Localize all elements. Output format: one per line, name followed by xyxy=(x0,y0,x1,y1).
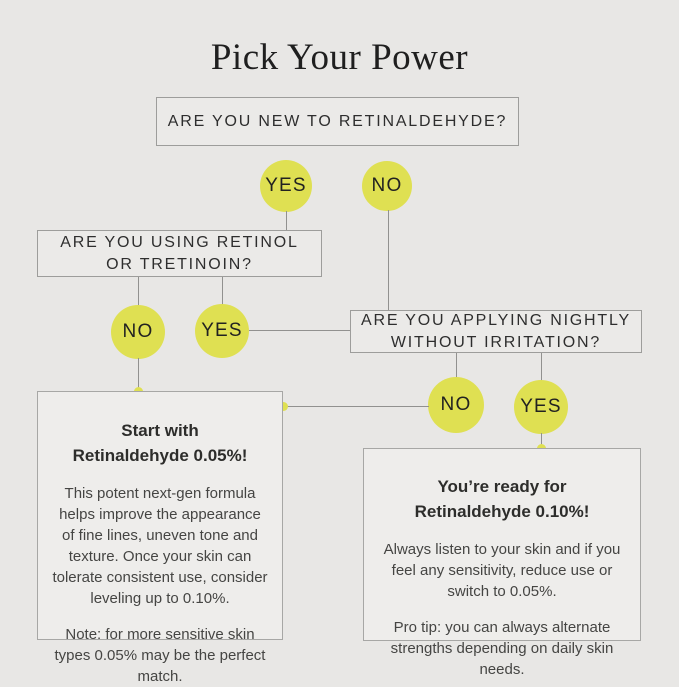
result-left-heading-line2: Retinaldehyde 0.05%! xyxy=(72,445,248,465)
q2-no-label: NO xyxy=(122,321,154,342)
result-right-heading-line1: You’re ready for xyxy=(437,477,567,496)
connector-q3-to-yes xyxy=(541,353,542,381)
question-box-applying-nightly: ARE YOU APPLYING NIGHTLY WITHOUT IRRITAT… xyxy=(350,310,642,353)
result-right-paragraph-1: Always listen to your skin and if you fe… xyxy=(383,541,621,601)
connector-q3yes-to-result-right xyxy=(541,433,542,448)
question-box-new-to-retinaldehyde: ARE YOU NEW TO RETINALDEHYDE? xyxy=(156,97,519,146)
connector-q1yes-to-q2 xyxy=(286,211,287,230)
result-left-heading-line1: Start with xyxy=(121,421,199,440)
result-box-010: You’re ready for Retinaldehyde 0.10%! Al… xyxy=(363,448,641,678)
q1-yes-label: YES xyxy=(265,175,307,196)
q1-no-circle: NO xyxy=(362,161,412,211)
q3-no-circle: NO xyxy=(428,377,484,433)
question-2-line1: ARE YOU USING RETINOL xyxy=(60,233,299,251)
question-2-line2: OR TRETINOIN? xyxy=(106,255,253,273)
question-3-line1: ARE YOU APPLYING NIGHTLY xyxy=(361,311,631,329)
result-right-heading: You’re ready for Retinaldehyde 0.10%! xyxy=(376,475,628,524)
q3-no-label: NO xyxy=(440,394,472,415)
question-2-label: ARE YOU USING RETINOL OR TRETINOIN? xyxy=(60,232,298,275)
connector-q3-to-no xyxy=(456,353,457,378)
result-right-heading-line2: Retinaldehyde 0.10%! xyxy=(414,501,590,521)
connector-q2-to-no xyxy=(138,277,139,306)
connector-q2no-to-result-left xyxy=(138,358,139,391)
result-left-paragraph-1: This potent next-gen formula helps impro… xyxy=(52,485,268,608)
q2-yes-label: YES xyxy=(201,320,243,341)
q1-no-label: NO xyxy=(371,175,403,196)
connector-q1no-to-q3 xyxy=(388,210,389,310)
connector-q3no-to-result-left xyxy=(283,406,429,407)
page-title: Pick Your Power xyxy=(210,37,469,78)
q2-yes-circle: YES xyxy=(195,304,249,358)
result-right-paragraph-2: Pro tip: you can always alternate streng… xyxy=(390,619,614,679)
q3-yes-label: YES xyxy=(520,396,562,417)
result-left-paragraph-2: Note: for more sensitive skin types 0.05… xyxy=(54,626,266,686)
result-box-005: Start with Retinaldehyde 0.05%! This pot… xyxy=(37,391,283,685)
result-left-heading: Start with Retinaldehyde 0.05%! xyxy=(52,419,268,468)
connector-dot-left-side xyxy=(279,402,288,411)
q2-no-circle: NO xyxy=(111,305,165,359)
question-3-label: ARE YOU APPLYING NIGHTLY WITHOUT IRRITAT… xyxy=(361,310,631,353)
question-1-label: ARE YOU NEW TO RETINALDEHYDE? xyxy=(167,112,508,130)
q1-yes-circle: YES xyxy=(260,160,312,212)
q3-yes-circle: YES xyxy=(514,380,568,434)
question-3-line2: WITHOUT IRRITATION? xyxy=(390,333,602,351)
connector-q2-to-yes xyxy=(222,277,223,305)
question-box-retinol-tretinoin: ARE YOU USING RETINOL OR TRETINOIN? xyxy=(37,230,322,277)
connector-q2yes-to-q3 xyxy=(249,330,350,331)
